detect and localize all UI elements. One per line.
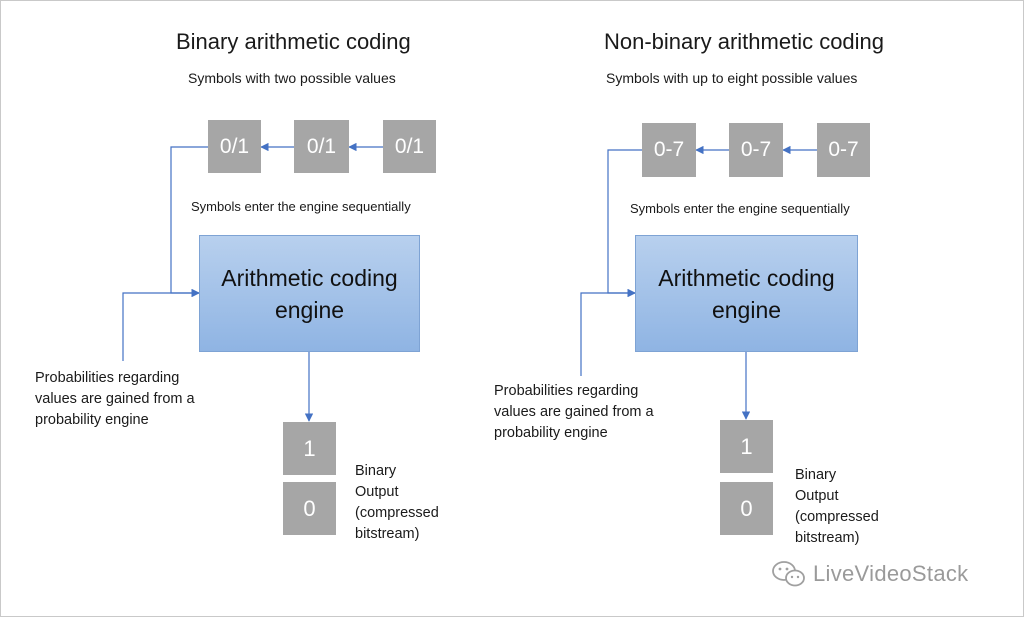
wechat-icon <box>772 561 805 587</box>
right-probability-note-line1: Probabilities regarding <box>494 383 639 399</box>
left-probability-note-line3: probability engine <box>35 412 149 428</box>
right-output-bit-0: 0 <box>720 482 773 535</box>
left-output-label-line2: Output <box>355 484 399 500</box>
right-title: Non-binary arithmetic coding <box>604 29 885 54</box>
left-output-label-line3: (compressed <box>355 505 439 521</box>
left-output-bit-0: 0 <box>283 482 336 535</box>
right-output-label-line1: Binary <box>795 467 837 483</box>
watermark-text: LiveVideoStack <box>813 561 969 586</box>
left-arithmetic-coding-engine: Arithmetic coding engine <box>199 235 420 352</box>
left-symbol-box-2: 0/1 <box>294 120 349 173</box>
right-output-label-line2: Output <box>795 488 839 504</box>
right-engine-label-line2: engine <box>711 296 782 323</box>
left-output-label-line4: bitstream) <box>355 526 420 542</box>
left-probability-note-line2: values are gained from a <box>35 391 195 407</box>
right-probability-note: Probabilities regarding values are gaine… <box>494 381 654 444</box>
right-output-label-line4: bitstream) <box>795 530 860 546</box>
left-sequential-caption: Symbols enter the engine sequentially <box>191 199 411 214</box>
left-engine-label-line2: engine <box>274 296 345 323</box>
left-probability-note-line1: Probabilities regarding <box>35 370 180 386</box>
right-symbol-box-1: 0-7 <box>642 123 696 177</box>
right-probability-line <box>580 288 636 376</box>
left-engine-label-line1: Arithmetic coding <box>221 264 398 291</box>
left-subtitle: Symbols with two possible values <box>188 70 396 86</box>
left-output-label-line1: Binary <box>355 463 397 479</box>
right-output-bit-1: 1 <box>720 420 773 473</box>
left-symbol-box-3: 0/1 <box>383 120 436 173</box>
right-probability-note-line2: values are gained from a <box>494 404 654 420</box>
right-symbol-box-3: 0-7 <box>817 123 870 177</box>
right-engine-label-line1: Arithmetic coding <box>658 264 835 291</box>
right-output-label: Binary Output (compressed bitstream) <box>795 465 879 549</box>
left-output-bit-1: 1 <box>283 422 336 475</box>
right-arithmetic-coding-engine: Arithmetic coding engine <box>635 235 858 352</box>
right-output-label-line3: (compressed <box>795 509 879 525</box>
left-output-label: Binary Output (compressed bitstream) <box>355 461 439 545</box>
left-probability-note: Probabilities regarding values are gaine… <box>35 368 195 431</box>
left-probability-line <box>122 288 200 361</box>
right-subtitle: Symbols with up to eight possible values <box>606 70 858 86</box>
left-symbol-box-1: 0/1 <box>208 120 261 173</box>
left-title: Binary arithmetic coding <box>176 29 411 54</box>
watermark: LiveVideoStack <box>771 559 968 589</box>
right-symbol-box-2: 0-7 <box>729 123 783 177</box>
right-sequential-caption: Symbols enter the engine sequentially <box>630 201 850 216</box>
right-probability-note-line3: probability engine <box>494 425 608 441</box>
